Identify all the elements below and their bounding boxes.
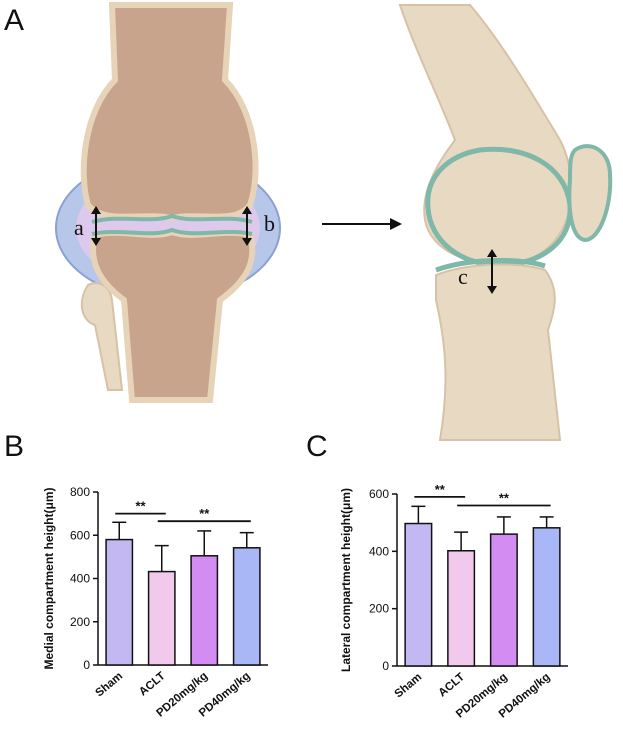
bar xyxy=(532,527,561,667)
arrow-b-icon xyxy=(242,206,252,246)
lateral-knee-figure: c xyxy=(398,4,613,441)
bar xyxy=(105,538,134,666)
lower-cartilage xyxy=(91,227,253,236)
frontal-knee-figure: a b xyxy=(55,2,281,403)
panel-letter-b: B xyxy=(4,430,25,463)
label-a: a xyxy=(74,215,84,240)
y-tick-label: 400 xyxy=(70,572,90,586)
y-axis-label: Lateral compartment height(μm) xyxy=(339,488,353,672)
arrow-a-icon xyxy=(91,206,101,246)
y-tick-label: 0 xyxy=(83,658,90,672)
label-b: b xyxy=(264,211,275,236)
category-label: ACLT xyxy=(437,671,468,699)
significance-label: ** xyxy=(135,499,146,514)
y-tick-label: 200 xyxy=(70,615,90,629)
patella xyxy=(567,144,613,243)
y-tick-label: 400 xyxy=(369,544,389,558)
right-arrow-icon xyxy=(322,218,402,230)
upper-cartilage xyxy=(91,213,253,224)
y-axis-label: Medial compartment height(μm) xyxy=(42,487,56,669)
significance-label: ** xyxy=(435,482,446,497)
lateral-tibia xyxy=(435,263,562,441)
bar xyxy=(489,533,518,667)
fibula xyxy=(80,282,124,391)
tibial-cartilage xyxy=(435,257,546,273)
bar xyxy=(232,547,261,666)
panel-letter-c: C xyxy=(306,430,328,463)
bar xyxy=(147,570,176,666)
y-tick-label: 600 xyxy=(70,528,90,542)
bar xyxy=(404,522,433,667)
label-c: c xyxy=(458,264,468,289)
arrow-c-icon xyxy=(487,249,497,294)
bar xyxy=(447,550,476,667)
y-tick-label: 600 xyxy=(369,487,389,501)
category-label: Sham xyxy=(393,671,425,700)
significance-label: ** xyxy=(499,490,510,505)
y-tick-label: 0 xyxy=(382,659,389,673)
significance-label: ** xyxy=(199,506,210,521)
y-tick-label: 200 xyxy=(369,602,389,616)
panel-letter-a: A xyxy=(4,4,25,37)
y-tick-label: 800 xyxy=(70,485,90,499)
